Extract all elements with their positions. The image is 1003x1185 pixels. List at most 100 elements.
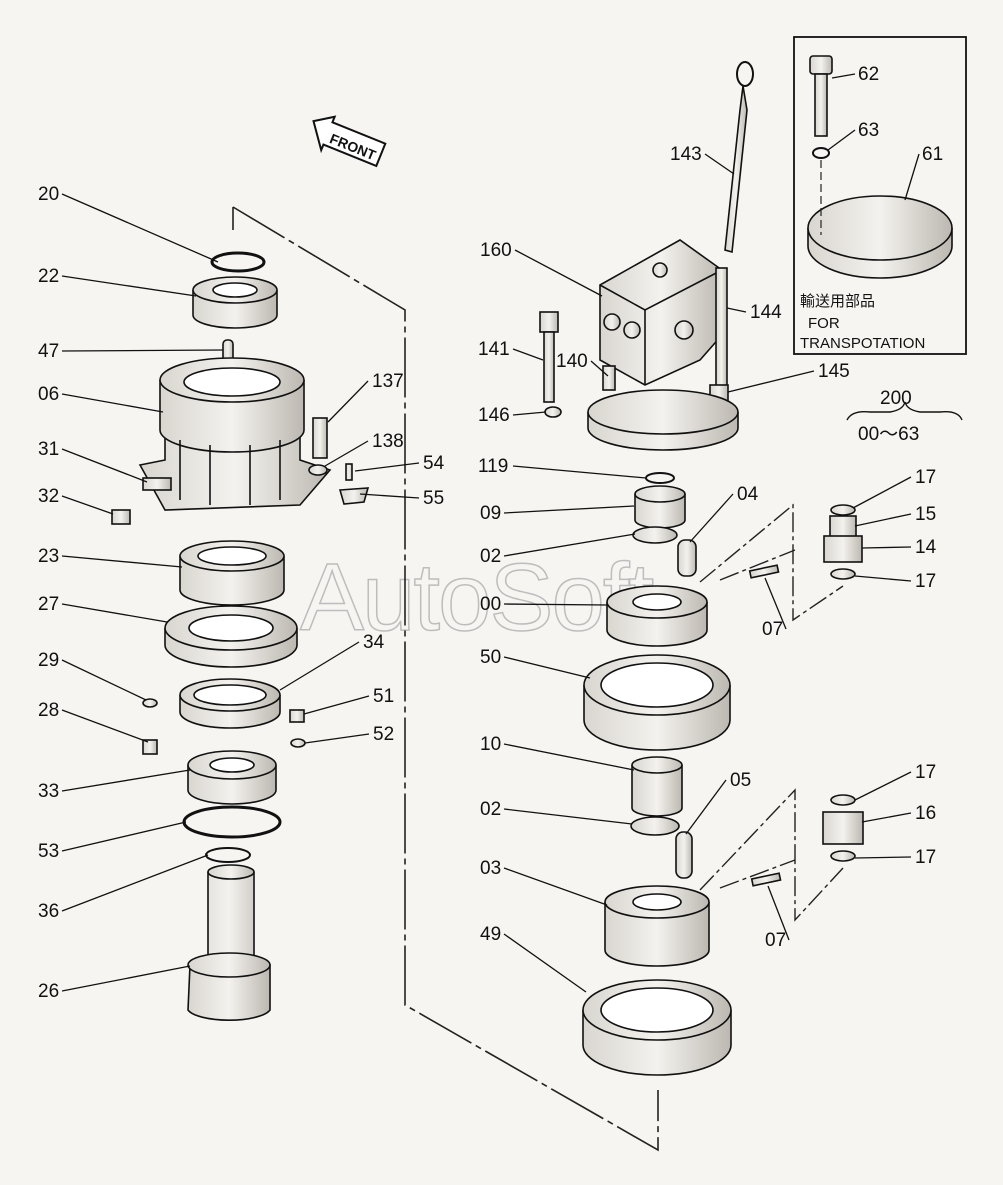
- washer-17a: [830, 504, 856, 516]
- leader-29: [61, 659, 147, 701]
- callout-17b: 17: [915, 571, 936, 592]
- callout-22: 22: [38, 266, 59, 287]
- callout-144: 144: [750, 302, 782, 323]
- leader-07a: [764, 577, 787, 630]
- leader-50: [503, 656, 591, 679]
- leader-00: [503, 603, 608, 606]
- pin-07b: [750, 872, 782, 887]
- leader-02a: [503, 533, 636, 557]
- callout-17d: 17: [915, 847, 936, 868]
- leader-04: [689, 493, 734, 543]
- leader-14: [861, 546, 912, 549]
- watermark: AutoSoft: [300, 544, 654, 651]
- o-ring-53: [182, 805, 282, 839]
- snap-ring-20: [210, 251, 266, 273]
- callout-36: 36: [38, 901, 59, 922]
- tube-144: [715, 267, 728, 387]
- callout-55: 55: [423, 488, 444, 509]
- washer-146: [544, 406, 562, 418]
- leader-145: [727, 370, 815, 393]
- leader-33: [61, 769, 191, 792]
- callout-47: 47: [38, 341, 59, 362]
- callout-28: 28: [38, 700, 59, 721]
- cover-plate-61: [807, 195, 953, 279]
- bolt-62: [809, 55, 833, 137]
- planet-gear-16: [822, 811, 864, 845]
- right-stack: [539, 61, 864, 1076]
- callout-07a: 07: [762, 619, 783, 640]
- assembly-note: 200 00～63: [846, 388, 963, 445]
- inset-callout-63: 63: [858, 120, 879, 141]
- callout-141: 141: [478, 339, 510, 360]
- callout-10: 10: [480, 734, 501, 755]
- callout-51: 51: [373, 686, 394, 707]
- callout-34: 34: [363, 632, 385, 653]
- inset-caption-en-1: FOR: [808, 315, 840, 332]
- callout-03: 03: [480, 858, 501, 879]
- thrust-plate-02b: [630, 816, 680, 836]
- bolt-51: [289, 709, 305, 723]
- leader-17b: [854, 575, 912, 582]
- inset-caption-en-2: TRANSPOTATION: [800, 335, 925, 352]
- bolt-141: [539, 311, 559, 403]
- callout-02b: 02: [480, 799, 501, 820]
- plug-32: [111, 509, 131, 525]
- planet-links: [699, 503, 844, 922]
- leader-140: [590, 360, 609, 377]
- ring-gear-50: [583, 654, 731, 751]
- callout-143: 143: [670, 144, 702, 165]
- callout-00: 00: [480, 594, 501, 615]
- leader-32: [61, 495, 114, 515]
- callout-labels: 2022470631321371385455232734292851523353…: [38, 64, 943, 1002]
- leader-28: [61, 709, 149, 743]
- leader-03: [503, 867, 608, 906]
- shaft-26: [187, 864, 271, 1021]
- ring-gear-49: [582, 979, 732, 1076]
- callout-119: 119: [478, 456, 508, 477]
- planet-gear-14: [823, 535, 863, 563]
- leader-20: [61, 193, 219, 263]
- pin-04: [677, 539, 697, 577]
- snap-ring-119: [645, 472, 675, 484]
- callout-52: 52: [373, 724, 394, 745]
- leader-lines: [61, 73, 920, 993]
- callout-33: 33: [38, 781, 59, 802]
- leader-05: [685, 779, 727, 835]
- leader-119: [512, 465, 647, 479]
- leader-49: [503, 933, 587, 993]
- motor-flange: [587, 389, 739, 451]
- callout-50: 50: [480, 647, 501, 668]
- leader-138: [324, 440, 369, 467]
- collar-33: [187, 750, 277, 805]
- leader-137: [327, 380, 369, 423]
- leader-51: [303, 695, 370, 715]
- needle-bearing-15: [829, 515, 857, 539]
- leader-52: [304, 733, 370, 744]
- callout-160: 160: [480, 240, 512, 261]
- leader-143: [704, 153, 735, 175]
- callout-53: 53: [38, 841, 59, 862]
- motor-160: [599, 239, 723, 386]
- leader-54: [354, 462, 420, 472]
- bolt-28: [142, 739, 158, 755]
- screw-54: [345, 463, 353, 481]
- inset-box: 輸送用部品 FOR TRANSPOTATION: [793, 36, 967, 355]
- assembly-range: 00～63: [858, 424, 919, 445]
- leader-53: [61, 821, 187, 852]
- bearing-22: [192, 276, 278, 329]
- callout-17a: 17: [915, 467, 936, 488]
- callout-27: 27: [38, 594, 59, 615]
- callout-26: 26: [38, 981, 59, 1002]
- callout-09: 09: [480, 503, 501, 524]
- washer-17d: [830, 850, 856, 862]
- callout-17c: 17: [915, 762, 936, 783]
- leader-09: [503, 505, 635, 514]
- leader-47: [61, 349, 224, 352]
- leader-06: [61, 393, 164, 413]
- leader-146: [512, 411, 547, 416]
- washer-17b: [830, 568, 856, 580]
- carrier-03: [604, 885, 710, 967]
- leader-144: [726, 307, 747, 313]
